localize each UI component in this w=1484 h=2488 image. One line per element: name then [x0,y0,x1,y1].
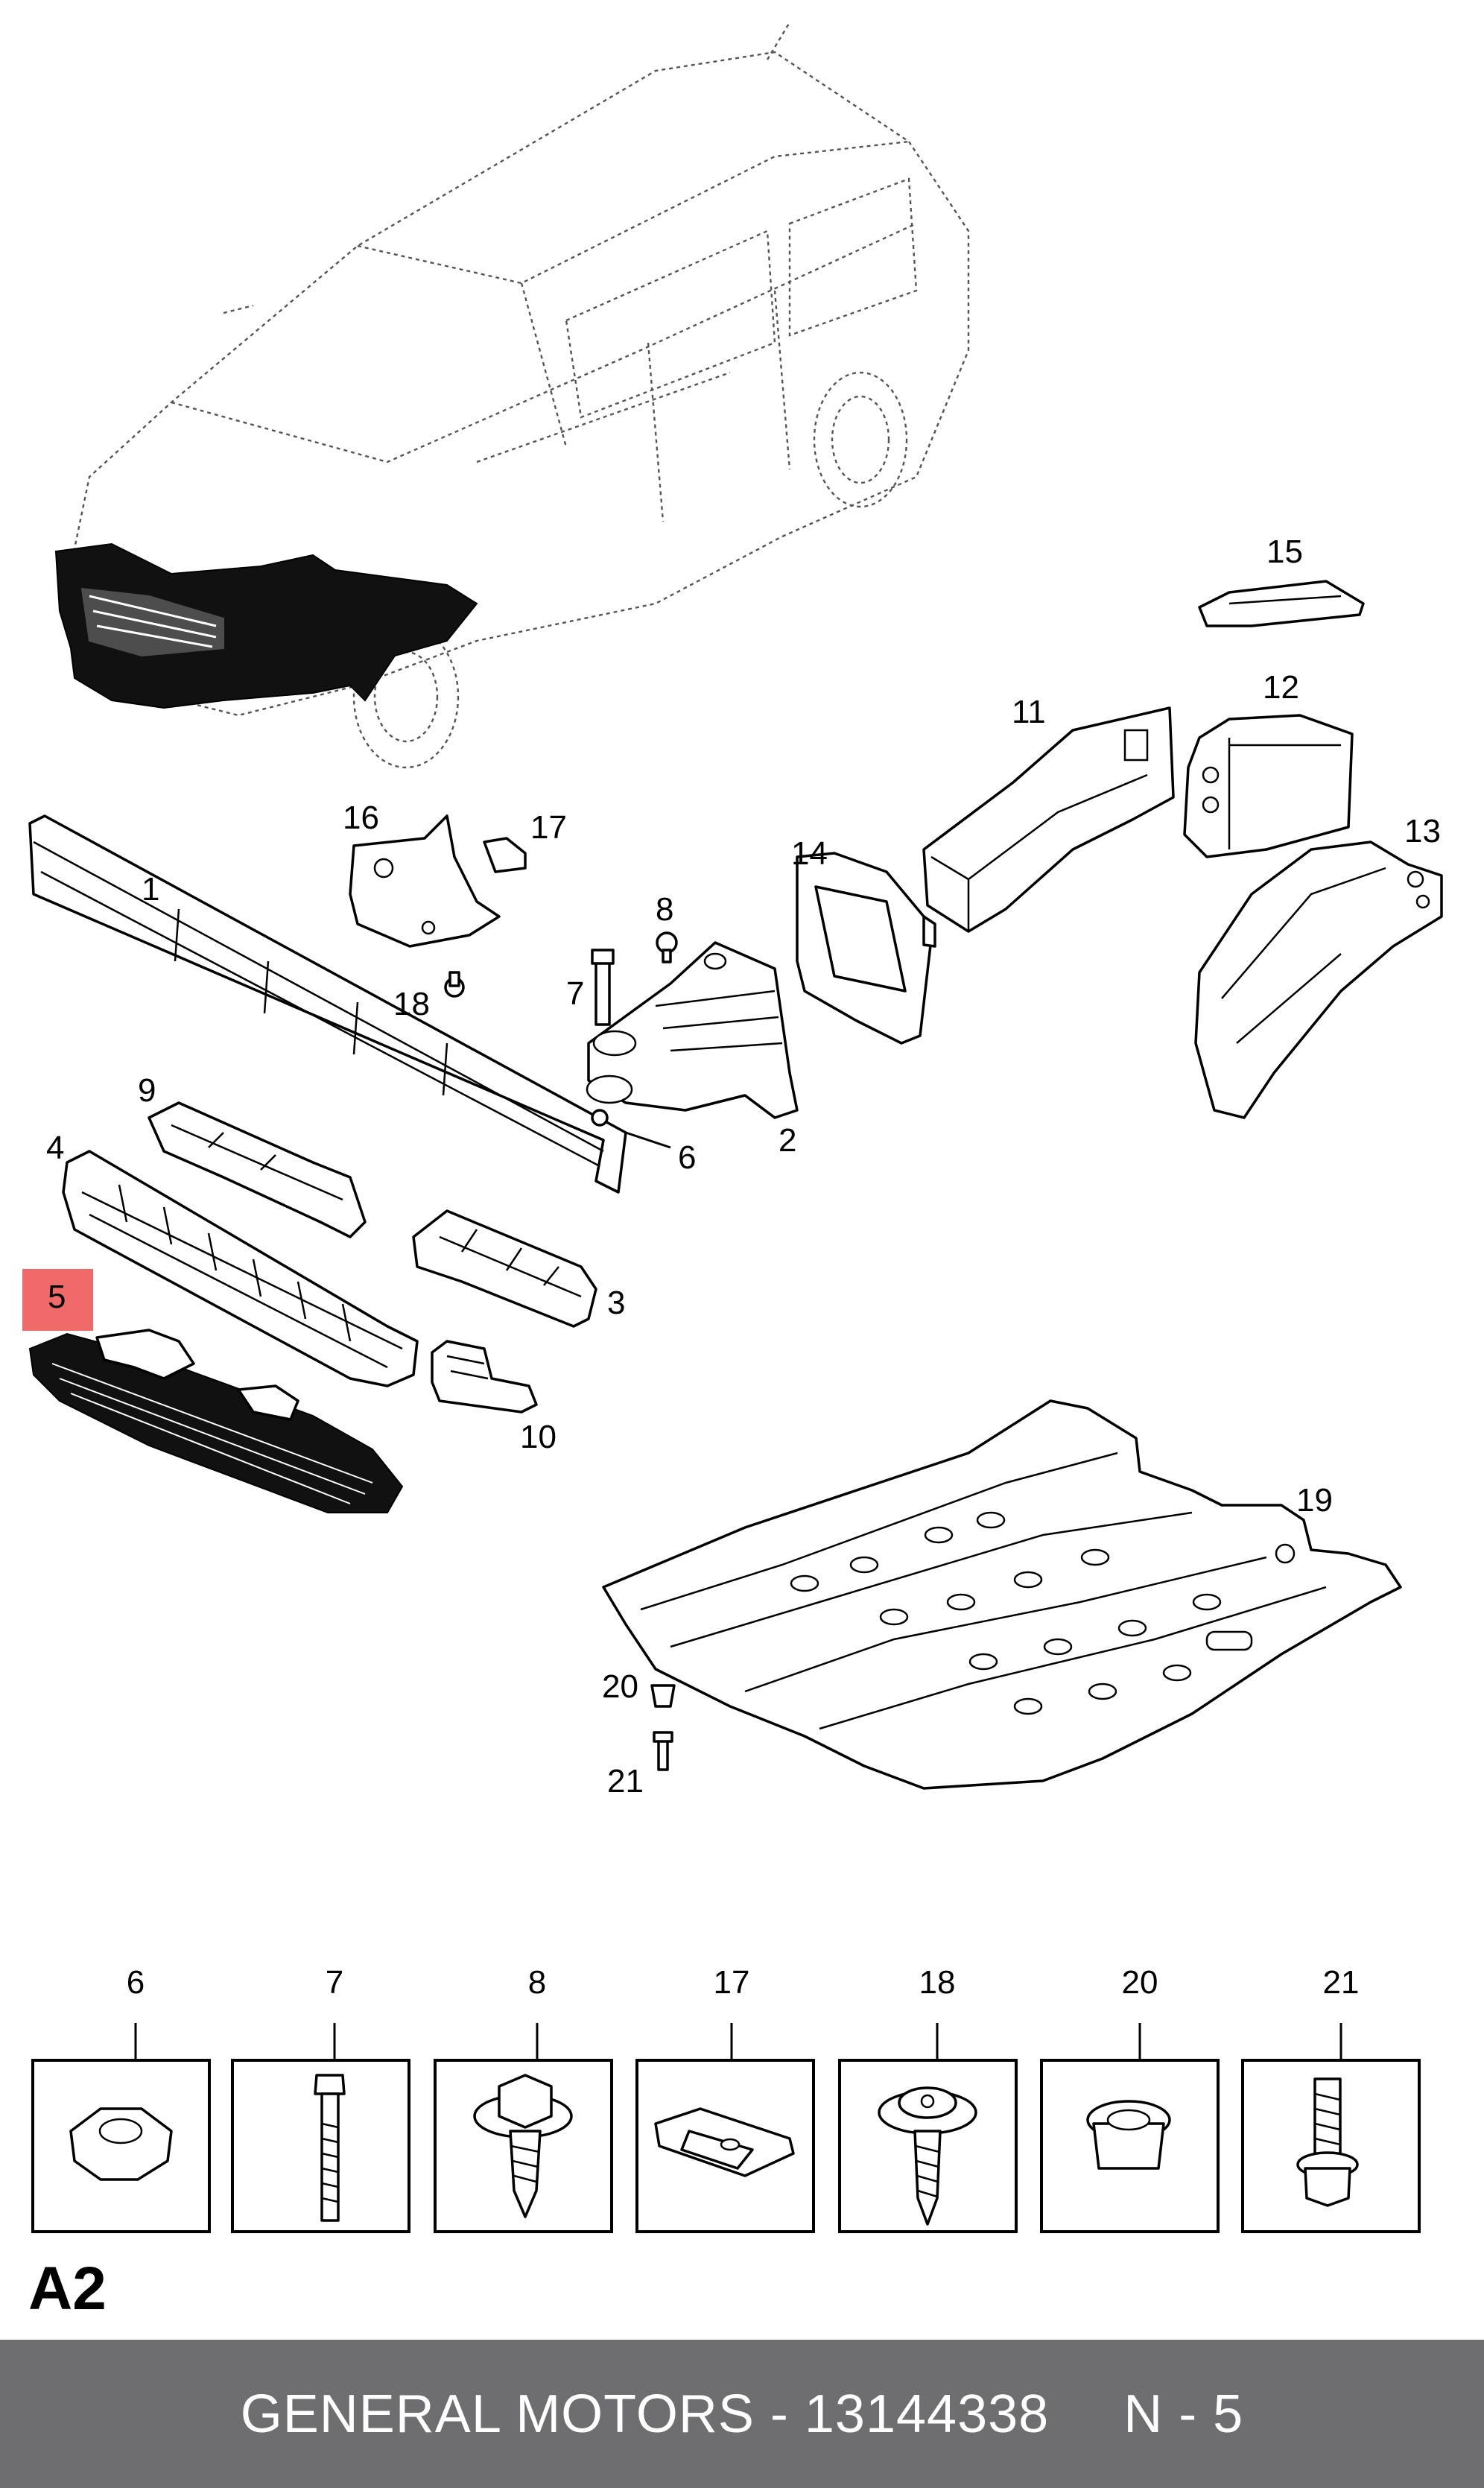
callout-4: 4 [46,1130,64,1166]
fastener-box-7: 7 [231,1964,410,2233]
callout-16: 16 [343,800,379,836]
part-12-panel [1183,714,1354,858]
fastener-box-8: 8 [434,1964,613,2233]
fastener-box-6: 6 [31,1964,211,2233]
highlighted-front-assembly [54,542,478,709]
part-8-screw [656,931,678,963]
callout-10: 10 [520,1419,556,1455]
part-17-clip [483,837,527,873]
part-6-nut [591,1109,671,1149]
footer-suffix: N - 5 [1123,2384,1244,2444]
callout-20: 20 [602,1668,638,1705]
callout-9: 9 [138,1072,156,1109]
callout-11: 11 [1012,694,1046,730]
footer-bar: GENERAL MOTORS - 13144338 N - 5 [0,2340,1484,2488]
part-20-nut [650,1684,676,1708]
fastener-box-20: 20 [1040,1964,1220,2233]
callout-19: 19 [1296,1482,1333,1519]
fastener-label-18: 18 [919,1964,956,2001]
part-13-inner-panel [1194,841,1443,1119]
fastener-detail-row: 6 7 8 17 [31,1964,1421,2233]
part-18-screw [444,971,465,998]
fastener-box-18: 18 [838,1964,1018,2233]
callout-6: 6 [678,1139,696,1176]
callout-17: 17 [530,809,567,846]
footer-brand: GENERAL MOTORS [240,2384,755,2444]
part-16-bracket [349,814,501,948]
callout-labels: 1 2 3 4 5 6 7 8 9 10 11 12 13 14 15 16 1… [22,534,1441,1799]
callout-15: 15 [1266,534,1303,570]
fastener-label-8: 8 [528,1964,546,2001]
part-14-mount-plate [796,852,936,1045]
part-5-lower-grille [28,1329,404,1513]
fastener-label-21: 21 [1323,1964,1360,2001]
part-2-bracket [586,941,799,1119]
callout-12: 12 [1263,669,1299,706]
callout-3: 3 [607,1285,625,1321]
part-9-bracket [148,1101,367,1238]
part-10-small-bracket [431,1340,538,1414]
callout-7: 7 [566,975,584,1012]
fastener-box-17: 17 [635,1964,815,2233]
callout-21: 21 [607,1763,644,1799]
fastener-box-21: 21 [1241,1964,1421,2233]
callout-14: 14 [791,835,828,872]
fastener-label-7: 7 [326,1964,343,2001]
fastener-label-20: 20 [1122,1964,1158,2001]
callout-5: 5 [48,1279,66,1315]
callout-18: 18 [393,986,430,1022]
footer-part-number: 13144338 [804,2384,1050,2444]
callout-2: 2 [779,1122,796,1159]
part-4-absorber [62,1150,419,1387]
callout-13: 13 [1404,813,1441,849]
callout-1: 1 [142,871,159,908]
part-21-bolt [653,1731,673,1771]
part-7-bolt [591,949,615,1026]
part-11-frame-rail [922,706,1175,933]
callout-5-highlight [22,1269,93,1331]
callout-8: 8 [656,891,673,928]
vehicle-outline-illustration [54,22,970,769]
part-15-strip [1198,580,1365,627]
part-3-side-bracket [412,1209,597,1328]
page-label: A2 [28,2255,107,2323]
fastener-label-6: 6 [127,1964,145,2001]
footer-separator: - [754,2384,805,2444]
part-1-bumper-beam [28,814,627,1194]
fastener-label-17: 17 [714,1964,750,2001]
part-19-underbody-shield [602,1399,1402,1790]
